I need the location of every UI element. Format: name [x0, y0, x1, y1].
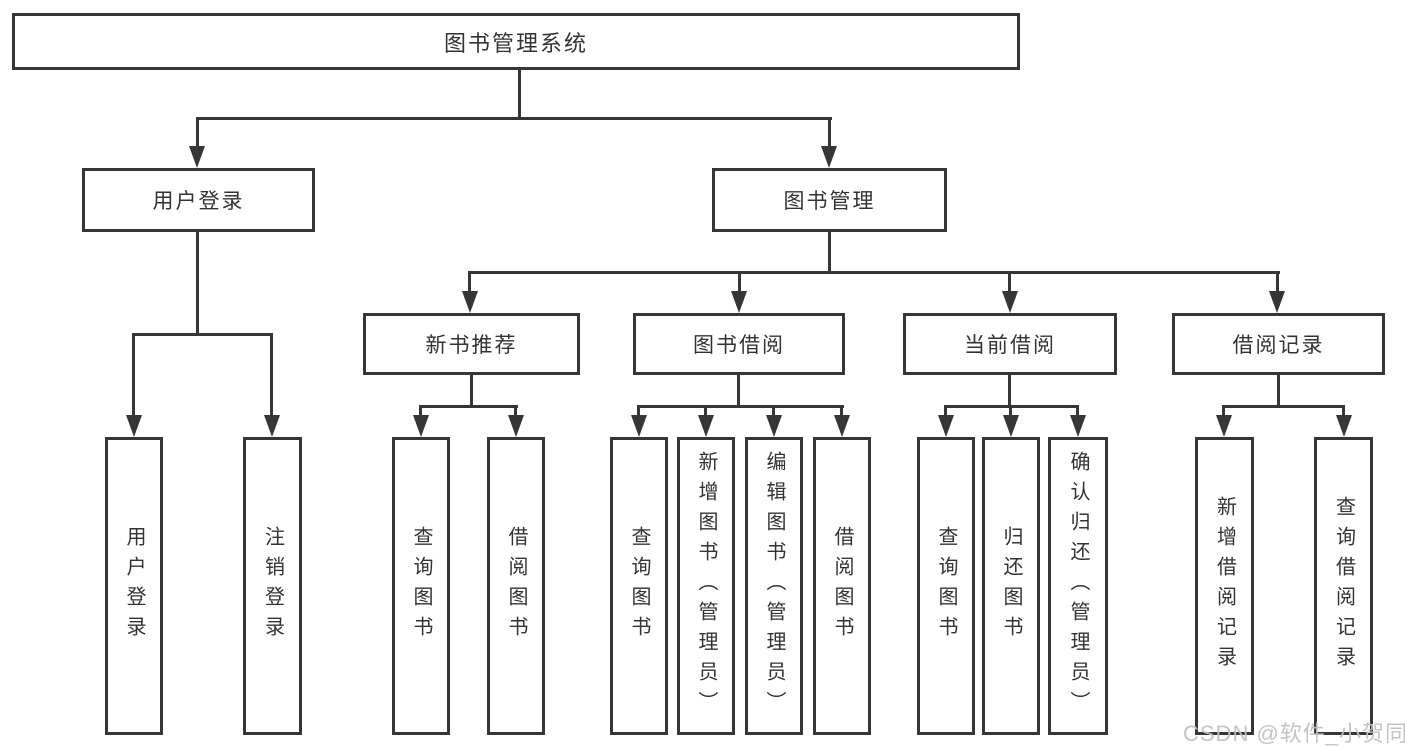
connector-book-borrow-rail: [637, 405, 844, 408]
connector-drop: [196, 117, 199, 149]
connector-book-mgmt-stem: [828, 232, 831, 274]
node-new-book-recommendation: 新书推荐: [363, 313, 580, 375]
arrowhead-down-icon: [264, 415, 280, 437]
connector-drop: [944, 405, 947, 419]
connector-drop: [1009, 405, 1012, 419]
node-label: 查询借阅记录: [1332, 496, 1355, 676]
arrowhead-down-icon: [631, 415, 647, 437]
arrowhead-down-icon: [1336, 415, 1352, 437]
connector-drop: [419, 405, 422, 419]
leaf-confirm-return-admin: 确认归还（管理员）: [1048, 437, 1108, 735]
leaf-query-borrow-record: 查询借阅记录: [1314, 437, 1373, 735]
leaf-query-books-current: 查询图书: [917, 437, 975, 735]
leaf-query-books-borrow: 查询图书: [610, 437, 668, 735]
node-label: 借阅记录: [1232, 334, 1325, 357]
arrowhead-down-icon: [1216, 415, 1232, 437]
arrowhead-down-icon: [462, 291, 478, 313]
arrowhead-down-icon: [821, 146, 837, 168]
connector-user-login-rail: [132, 333, 273, 336]
arrowhead-down-icon: [834, 415, 850, 437]
arrowhead-down-icon: [766, 415, 782, 437]
node-label: 查询图书: [628, 526, 650, 646]
arrowhead-down-icon: [508, 415, 524, 437]
arrowhead-down-icon: [1070, 415, 1086, 437]
connector-drop: [132, 333, 135, 418]
node-label: 借阅图书: [831, 526, 853, 646]
leaf-add-borrow-record: 新增借阅记录: [1195, 437, 1254, 735]
node-book-management: 图书管理: [712, 168, 947, 232]
node-library-management-system: 图书管理系统: [12, 13, 1020, 70]
node-label: 图书借阅: [693, 334, 785, 357]
connector-drop: [1276, 271, 1279, 295]
leaf-logout-login: 注销登录: [243, 437, 302, 735]
connector-drop: [704, 405, 707, 419]
connector-root-rail: [196, 117, 832, 120]
connector-root-stem: [518, 70, 521, 120]
connector-drop: [1342, 405, 1345, 419]
node-label: 当前借阅: [964, 334, 1056, 357]
node-label: 图书管理: [783, 190, 876, 213]
arrowhead-down-icon: [1003, 415, 1019, 437]
node-book-borrowing: 图书借阅: [633, 313, 845, 375]
node-label: 归还图书: [1000, 526, 1022, 646]
connector-current-borrow-stem: [1008, 375, 1011, 407]
arrowhead-down-icon: [189, 146, 205, 168]
connector-drop: [468, 271, 471, 295]
leaf-borrow-books-new: 借阅图书: [487, 437, 545, 735]
node-label: 新书推荐: [425, 334, 518, 357]
arrowhead-down-icon: [413, 415, 429, 437]
connector-drop: [828, 117, 831, 149]
node-label: 新增图书（管理员）: [695, 451, 717, 721]
connector-new-books-rail: [419, 405, 518, 408]
leaf-user-login: 用户登录: [105, 437, 163, 735]
connector-drop: [738, 271, 741, 295]
leaf-add-books-admin: 新增图书（管理员）: [677, 437, 735, 735]
leaf-edit-books-admin: 编辑图书（管理员）: [745, 437, 803, 735]
connector-drop: [1076, 405, 1079, 419]
leaf-return-books: 归还图书: [982, 437, 1040, 735]
leaf-borrow-books-borrow: 借阅图书: [813, 437, 871, 735]
arrowhead-down-icon: [698, 415, 714, 437]
node-label: 图书管理系统: [443, 30, 588, 56]
connector-drop: [840, 405, 843, 419]
node-label: 编辑图书（管理员）: [763, 451, 785, 721]
arrowhead-down-icon: [126, 415, 142, 437]
node-label: 借阅图书: [505, 526, 527, 646]
connector-records-rail: [1222, 405, 1345, 408]
connector-user-login-stem: [196, 232, 199, 335]
node-label: 注销登录: [261, 526, 284, 646]
node-user-login: 用户登录: [82, 168, 315, 232]
arrowhead-down-icon: [731, 291, 747, 313]
connector-book-mgmt-rail: [468, 271, 1280, 274]
node-label: 查询图书: [935, 526, 957, 646]
connector-drop: [514, 405, 517, 419]
arrowhead-down-icon: [938, 415, 954, 437]
connector-new-books-stem: [470, 375, 473, 407]
connector-drop: [637, 405, 640, 419]
node-label: 用户登录: [152, 190, 245, 213]
leaf-query-books-new: 查询图书: [392, 437, 450, 735]
connector-drop: [1222, 405, 1225, 419]
connector-drop: [1008, 271, 1011, 295]
node-label: 新增借阅记录: [1213, 496, 1236, 676]
connector-records-stem: [1277, 375, 1280, 407]
arrowhead-down-icon: [1269, 291, 1285, 313]
node-label: 确认归还（管理员）: [1067, 451, 1089, 721]
connector-book-borrow-stem: [737, 375, 740, 407]
node-borrowing-records: 借阅记录: [1172, 313, 1385, 375]
connector-drop: [772, 405, 775, 419]
node-label: 查询图书: [410, 526, 432, 646]
csdn-watermark: CSDN @软件_小贺同学: [1183, 721, 1405, 746]
connector-drop: [270, 333, 273, 418]
arrowhead-down-icon: [1002, 291, 1018, 313]
node-current-borrowing: 当前借阅: [903, 313, 1117, 375]
node-label: 用户登录: [123, 526, 145, 646]
